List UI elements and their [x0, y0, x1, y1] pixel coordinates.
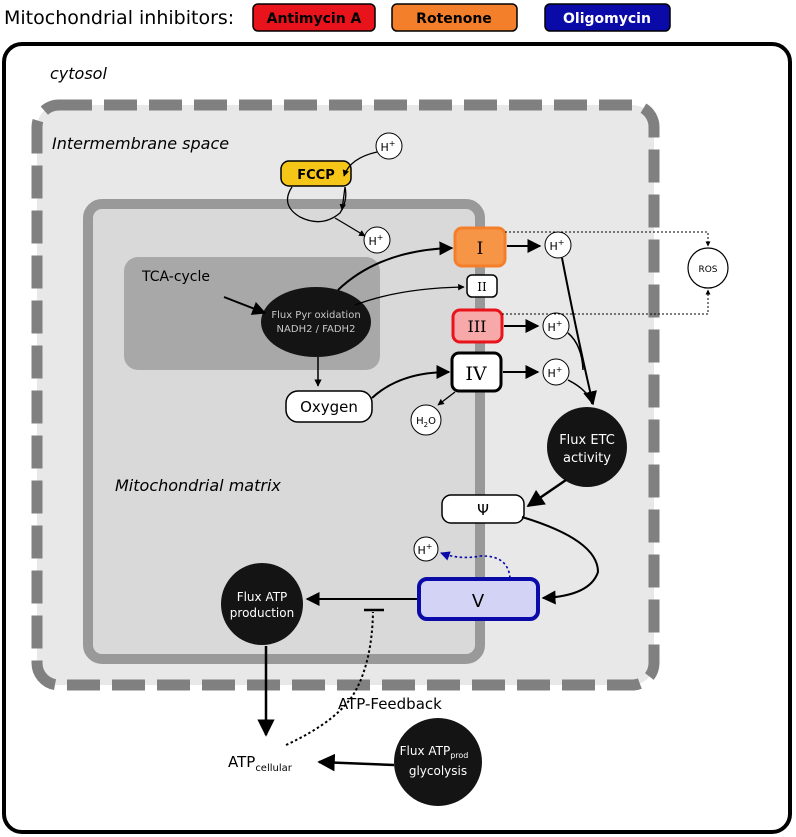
- atp-feedback-label: ATP-Feedback: [338, 695, 442, 713]
- complex-1: [453, 226, 507, 268]
- proton-fccp-top: H+: [375, 132, 403, 160]
- complex-3: [451, 308, 504, 344]
- complex3-to-ros-dotted: [502, 289, 711, 315]
- proton-complex-3: H+: [542, 312, 570, 340]
- oxygen-node: [285, 390, 373, 423]
- proton1-to-etc-arrow: [561, 257, 597, 406]
- flux-etc-node: [547, 407, 627, 487]
- tca-cycle-label: TCA-cycle: [141, 269, 210, 285]
- matrix-label: Mitochondrial matrix: [115, 476, 281, 495]
- complex-4: [450, 351, 503, 393]
- flux-glyc-line2: glycolysis: [409, 764, 467, 778]
- complex-2-label: II: [477, 280, 487, 294]
- membrane-potential-node: [441, 494, 525, 524]
- proton-complex-4: H+: [542, 358, 570, 386]
- legend-antimycin-box: [252, 3, 376, 32]
- glycolysis-to-atp-arrow: [317, 753, 395, 772]
- complex-3-label: III: [468, 317, 487, 336]
- oxygen-label: Oxygen: [300, 398, 358, 416]
- water-node: H2O: [410, 404, 442, 436]
- legend-oligomycin-box: [544, 3, 671, 32]
- proton-complex-1: H+: [544, 231, 572, 259]
- flux-glyc-line1: Flux ATPprod: [400, 744, 469, 760]
- proton-fccp-bottom: H+: [363, 226, 391, 254]
- svg-text:H+: H+: [369, 233, 384, 248]
- ros-label: ROS: [698, 265, 717, 275]
- psi-to-complex5-arrow: [521, 516, 600, 605]
- complex-5-label: V: [472, 591, 485, 612]
- complex4-to-water-arrow: [437, 391, 456, 406]
- etc-to-psi-arrow: [526, 478, 567, 508]
- complex-1-label: I: [477, 239, 484, 259]
- flux-atp-glycolysis-node: [394, 718, 482, 806]
- svg-text:H+: H+: [548, 365, 563, 380]
- legend-antimycin-label: Antimycin A: [267, 11, 362, 27]
- legend-rotenone-box: [391, 3, 518, 32]
- flux-atp-line2: production: [230, 606, 294, 620]
- fccp-arrow-in: [342, 151, 378, 177]
- flux-atp-production-node: [221, 563, 303, 645]
- complex1-to-ros-dotted: [505, 231, 711, 247]
- svg-text:H+: H+: [381, 139, 396, 154]
- complex5-proton-return: [440, 551, 511, 579]
- proton4-to-etc: [567, 379, 593, 405]
- oxygen-to-complex4-arrow: [371, 365, 451, 399]
- atp-cellular-label: ATPcellular: [228, 753, 293, 774]
- atp-feedback-line: [285, 611, 374, 746]
- flux-to-complex1-arrow: [337, 241, 454, 291]
- psi-label: Ψ: [477, 501, 489, 519]
- svg-text:H+: H+: [550, 238, 565, 253]
- flux-atp-line1: Flux ATP: [237, 590, 288, 604]
- tca-to-flux-arrow: [223, 296, 267, 315]
- fccp-loop: [286, 186, 347, 223]
- flux-pyr-line1: Flux Pyr oxidation: [271, 310, 360, 321]
- complex-2: [466, 274, 498, 298]
- legend-oligomycin-label: Oligomycin: [563, 11, 651, 27]
- svg-text:H+: H+: [548, 319, 563, 334]
- legend-title: Mitochondrial inhibitors:: [4, 7, 234, 29]
- ros-node: [687, 247, 729, 289]
- fccp-node: [280, 160, 352, 187]
- cytosol-label: cytosol: [50, 64, 107, 83]
- fccp-arrow-out: [334, 217, 366, 237]
- fccp-arrow-down: [339, 186, 346, 211]
- flux-etc-line2: activity: [563, 451, 611, 466]
- intermembrane-label: Intermembrane space: [52, 134, 229, 153]
- proton3-to-etc: [567, 332, 584, 371]
- flux-pyr-oxidation-node: [261, 287, 371, 357]
- complex-5: [417, 577, 540, 621]
- legend-rotenone-label: Rotenone: [416, 11, 492, 27]
- complex-4-label: IV: [465, 363, 487, 385]
- proton-complex-5: H+: [413, 536, 439, 562]
- flux-to-complex2-arrow: [354, 283, 465, 306]
- svg-text:H+: H+: [418, 542, 433, 557]
- flux-etc-line1: Flux ETC: [559, 433, 615, 448]
- svg-text:H2O: H2O: [416, 416, 436, 429]
- flux-pyr-line2: NADH2 / FADH2: [277, 324, 356, 335]
- fccp-label: FCCP: [297, 168, 335, 183]
